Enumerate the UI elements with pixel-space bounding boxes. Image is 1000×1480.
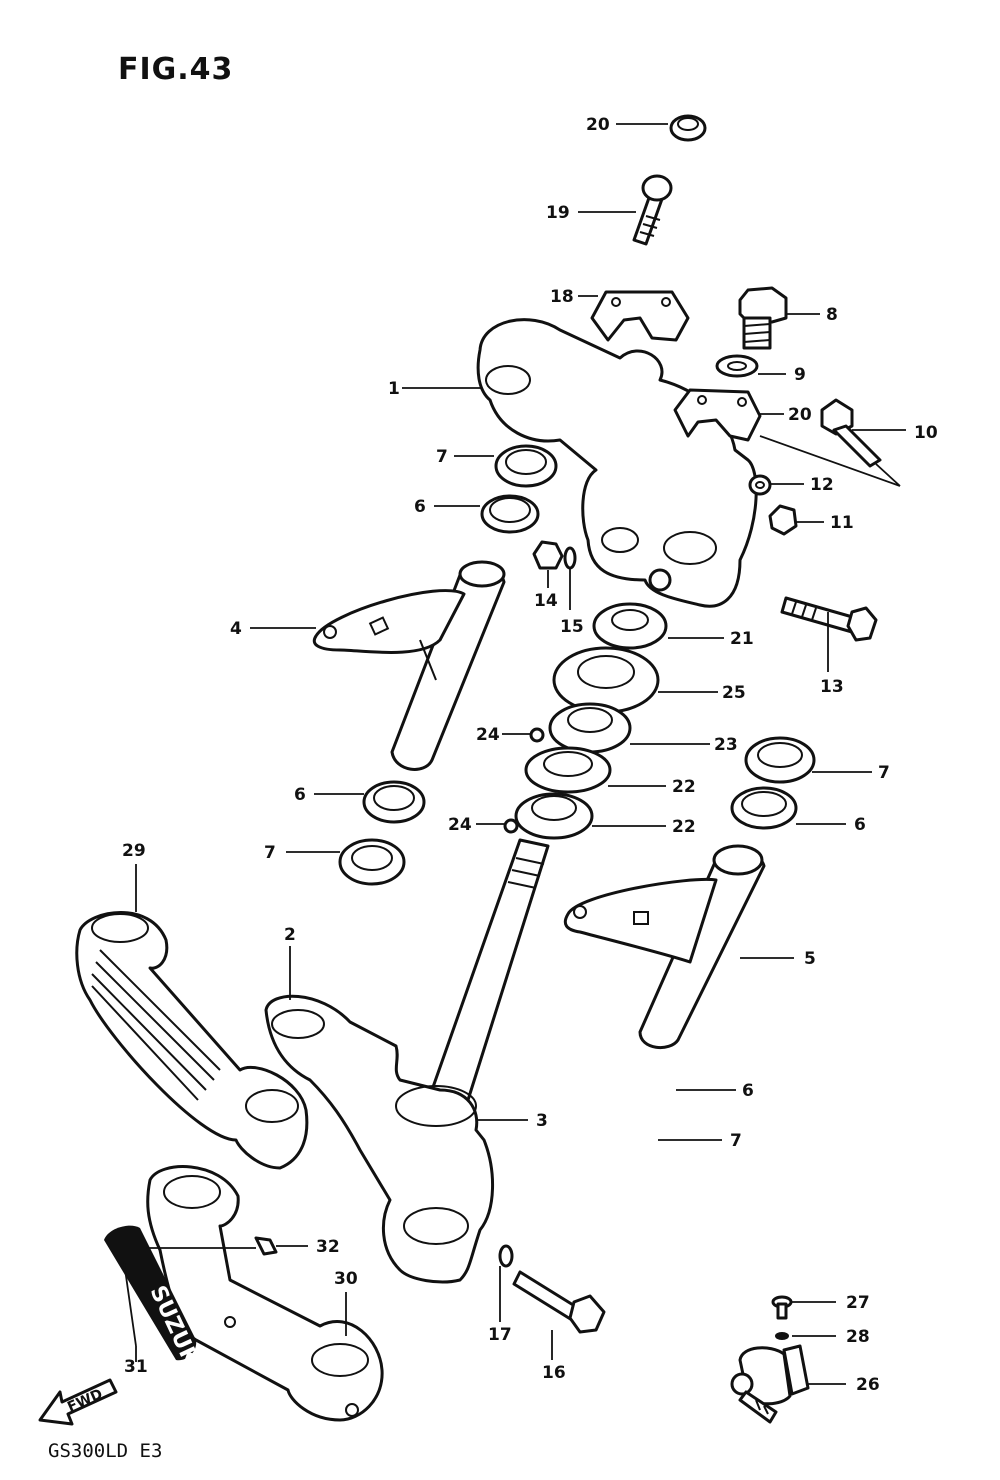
callout-13: 13 <box>820 677 844 697</box>
model-code-label: GS300LD E3 <box>48 1440 163 1462</box>
callout-26: 26 <box>856 1375 880 1395</box>
part-7-dust-seal-upper-left <box>494 444 558 488</box>
part-3-steering-stem-lower <box>264 838 550 1284</box>
part-4-headlight-bracket-left <box>312 560 506 771</box>
callout-27: 27 <box>846 1293 870 1313</box>
part-5-headlight-bracket-right <box>563 844 766 1049</box>
callout-4: 4 <box>230 619 242 639</box>
callout-16: 16 <box>542 1363 566 1383</box>
part-27-screw <box>771 1295 793 1320</box>
part-14-cap-nut <box>532 540 564 570</box>
callout-21: 21 <box>730 629 754 649</box>
part-22-bearing-lower <box>514 792 594 840</box>
callout-15: 15 <box>560 617 584 637</box>
callout-19: 19 <box>546 203 570 223</box>
callout-7-lower-right: 7 <box>730 1131 742 1151</box>
callout-30: 30 <box>334 1269 358 1289</box>
part-29-upper-cover <box>75 911 309 1170</box>
callout-29: 29 <box>122 841 146 861</box>
callout-10: 10 <box>914 423 938 443</box>
part-7-dust-seal-upper-right <box>744 736 816 784</box>
part-26-steering-lock <box>730 1344 810 1424</box>
part-24-steel-ball-upper <box>529 727 545 743</box>
part-28-washer <box>775 1332 789 1340</box>
callout-20-mid: 20 <box>788 405 812 425</box>
callout-28: 28 <box>846 1327 870 1347</box>
part-20-handlebar-holder <box>673 388 762 442</box>
callout-3: 3 <box>536 1111 548 1131</box>
part-18-handlebar-holder <box>590 290 690 342</box>
callout-32: 32 <box>316 1237 340 1257</box>
callout-31: 31 <box>124 1357 148 1377</box>
part-23-bearing-race <box>548 702 632 754</box>
callout-7-upper-right: 7 <box>878 763 890 783</box>
part-8-stem-nut <box>738 286 788 350</box>
callout-12: 12 <box>810 475 834 495</box>
callout-20-top: 20 <box>586 115 610 135</box>
callout-6-lower-right: 6 <box>742 1081 754 1101</box>
callout-11: 11 <box>830 513 854 533</box>
callout-1: 1 <box>388 379 400 399</box>
part-6-ring-mid-left <box>362 780 426 824</box>
callout-24-upper: 24 <box>476 725 500 745</box>
callout-22-upper: 22 <box>672 777 696 797</box>
part-21-stem-lock-nut <box>592 602 668 650</box>
callout-6-mid-left: 6 <box>294 785 306 805</box>
part-13-bolt <box>780 596 878 642</box>
part-24-steel-ball-lower <box>503 818 519 834</box>
callout-23: 23 <box>714 735 738 755</box>
callout-17: 17 <box>488 1325 512 1345</box>
part-6-ring-upper-left <box>480 494 540 534</box>
callout-24-lower: 24 <box>448 815 472 835</box>
callout-6-upper-right: 6 <box>854 815 866 835</box>
part-32-clip <box>254 1236 278 1256</box>
fwd-arrow: FWD <box>38 1378 118 1426</box>
part-15-washer <box>563 546 577 570</box>
part-20-cap <box>669 114 707 142</box>
callout-9: 9 <box>794 365 806 385</box>
part-17-washer <box>498 1244 514 1268</box>
part-19-bolt <box>632 174 673 246</box>
part-16-bolt <box>512 1270 606 1334</box>
callout-6-upper-left: 6 <box>414 497 426 517</box>
part-30-lower-cover <box>146 1165 384 1422</box>
part-1-steering-stem-upper-bracket <box>476 318 758 608</box>
callout-22-lower: 22 <box>672 817 696 837</box>
part-9-washer <box>715 354 759 378</box>
callout-25: 25 <box>722 683 746 703</box>
figure-title: FIG.43 <box>118 52 234 87</box>
leader-lines <box>123 123 906 1385</box>
part-10-bolt <box>820 398 882 468</box>
part-25-dust-seal <box>552 646 660 714</box>
callout-7-upper-left: 7 <box>436 447 448 467</box>
part-22-bearing-upper <box>524 746 612 794</box>
part-7-dust-seal-mid-left <box>338 838 406 886</box>
part-12-nut <box>748 474 772 496</box>
callout-2: 2 <box>284 925 296 945</box>
callout-7-mid-left: 7 <box>264 843 276 863</box>
part-11-cap-nut <box>768 504 798 536</box>
part-6-ring-upper-right <box>730 786 798 830</box>
callout-18: 18 <box>550 287 574 307</box>
callout-8: 8 <box>826 305 838 325</box>
callout-numbers: 20 19 18 8 9 1 20 10 7 12 6 11 14 15 4 2… <box>122 115 938 1395</box>
callout-5: 5 <box>804 949 816 969</box>
callout-14: 14 <box>534 591 558 611</box>
